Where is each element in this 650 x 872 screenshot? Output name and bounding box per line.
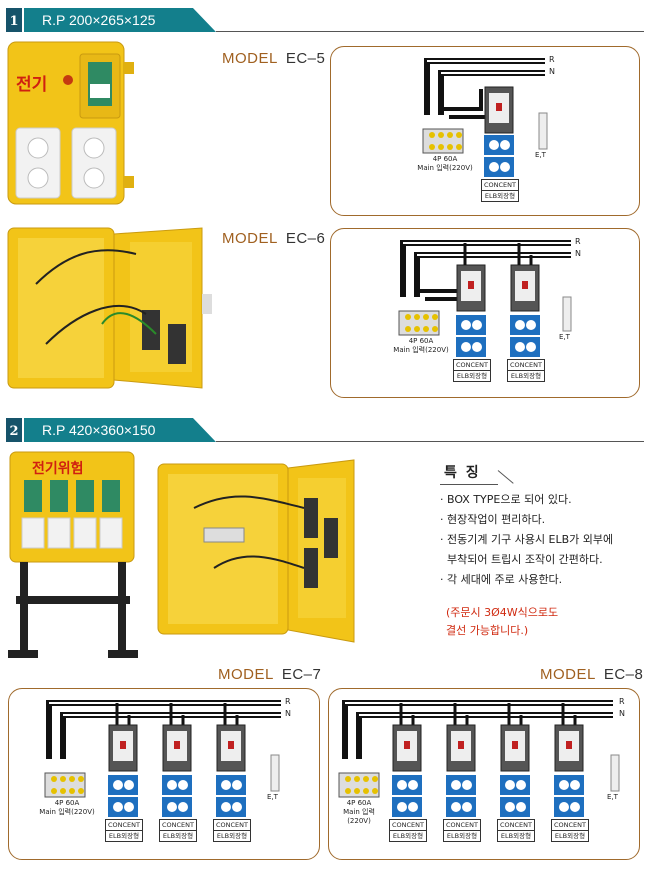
main-input-label: 4P 60A Main 입력(220V) [417, 155, 473, 172]
r-label: R [549, 55, 555, 64]
et-label: E,T [535, 151, 546, 159]
feature-item: · 각 세대에 주로 사용한다. [440, 573, 563, 586]
model-prefix: MODEL [540, 666, 596, 683]
wiring-diagram-ec7: R N E,T 4P 60A Main 입력(220V) CONCENT ELB… [8, 688, 320, 860]
section-number: 1 [6, 8, 22, 32]
elb-label: ELB외장형 [551, 830, 589, 842]
et-label: E,T [267, 793, 278, 801]
model-label-ec5: MODEL EC–5 [222, 50, 325, 67]
section-label: R.P 200×265×125 [24, 8, 216, 32]
elb-label: ELB외장형 [497, 830, 535, 842]
elb-label: ELB외장형 [159, 830, 197, 842]
model-label-ec8: MODEL EC–8 [540, 666, 643, 683]
product-photo-ec7-stand: 전기위험 [6, 450, 142, 662]
elb-label: ELB외장형 [105, 830, 143, 842]
model-label-ec7: MODEL EC–7 [218, 666, 321, 683]
features-slash [497, 470, 514, 484]
n-label: N [619, 709, 625, 718]
model-name: EC–6 [285, 230, 326, 247]
wiring-diagram-ec8: R N E,T 4P 60A Main 입력 (220V) CONCENT EL… [328, 688, 640, 860]
wiring-diagram-ec5: R N E,T 4P 60A Main 입력(220V) CONCENT ELB… [330, 46, 640, 216]
elb-label: ELB외장형 [389, 830, 427, 842]
elb-label: ELB외장형 [453, 370, 491, 382]
r-label: R [619, 697, 625, 706]
feature-item: 부착되어 트립시 조작이 간편하다. [440, 553, 603, 566]
r-label: R [285, 697, 291, 706]
elb-label: ELB외장형 [481, 190, 519, 202]
model-name: EC–7 [281, 666, 322, 683]
model-prefix: MODEL [222, 50, 278, 67]
model-name: EC–8 [603, 666, 644, 683]
n-label: N [549, 67, 555, 76]
main-input-label: 4P 60A Main 입력(220V) [393, 337, 449, 354]
concent-label: CONCENT [481, 179, 519, 191]
main-input-label: 4P 60A Main 입력(220V) [39, 799, 95, 816]
n-label: N [575, 249, 581, 258]
order-note: (주문시 3Ø4W식으로도 [446, 606, 559, 619]
r-label: R [575, 237, 581, 246]
product-photo-ec7-open [154, 458, 366, 648]
main-input-label: 4P 60A Main 입력 (220V) [343, 799, 375, 825]
divider [216, 31, 644, 32]
model-prefix: MODEL [222, 230, 278, 247]
model-prefix: MODEL [218, 666, 274, 683]
section-number: 2 [6, 418, 22, 442]
product-photo-ec5: 전기 [6, 40, 138, 206]
et-label: E,T [607, 793, 618, 801]
order-note: 결선 가능합니다.) [446, 624, 529, 637]
divider [216, 441, 644, 442]
box-label: 전기위험 [32, 461, 84, 477]
feature-item: · 전동기계 기구 사용시 ELB가 외부에 [440, 533, 614, 546]
feature-item: · 현장작업이 편리하다. [440, 513, 546, 526]
elb-label: ELB외장형 [507, 370, 545, 382]
feature-item: · BOX TYPE으로 되어 있다. [440, 493, 572, 506]
product-photo-ec6 [6, 224, 216, 394]
model-name: EC–5 [285, 50, 326, 67]
et-label: E,T [559, 333, 570, 341]
elb-label: ELB외장형 [213, 830, 251, 842]
wiring-diagram-ec6: R N E,T 4P 60A Main 입력(220V) CONCENT ELB… [330, 228, 640, 398]
elb-label: ELB외장형 [443, 830, 481, 842]
features-title: 특 징 [444, 465, 481, 481]
box-label: 전기 [16, 75, 48, 95]
model-label-ec6: MODEL EC–6 [222, 230, 325, 247]
section-label: R.P 420×360×150 [24, 418, 216, 442]
features-title-underline [440, 484, 498, 485]
n-label: N [285, 709, 291, 718]
